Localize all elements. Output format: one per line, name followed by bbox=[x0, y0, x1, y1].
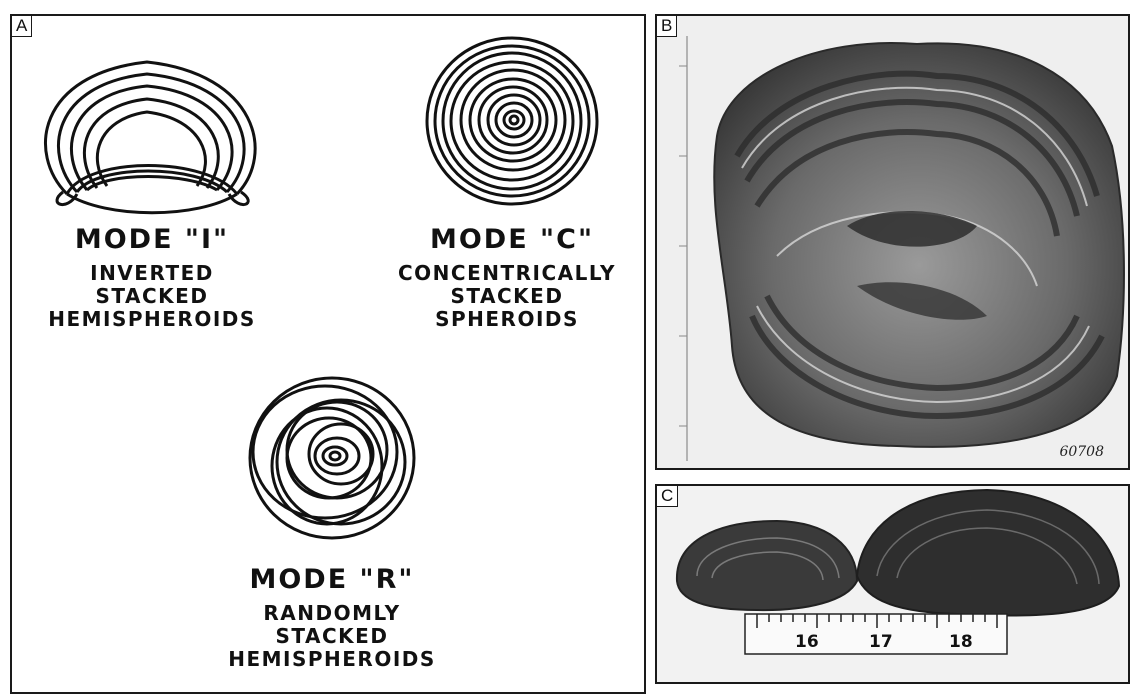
mode-i-desc-line2: STACKED bbox=[12, 285, 292, 308]
panel-c-label: C bbox=[657, 486, 678, 507]
panel-c: 16 17 18 C bbox=[655, 484, 1130, 684]
ruler-number-17: 17 bbox=[869, 632, 893, 652]
specimen-cross-section-photo bbox=[657, 16, 1128, 468]
mode-i-diagram bbox=[27, 44, 277, 234]
mode-r-desc-line3: HEMISPHEROIDS bbox=[192, 648, 472, 671]
ruler-number-16: 16 bbox=[795, 632, 819, 652]
mode-r-diagram bbox=[237, 366, 427, 546]
mode-i-desc-line3: HEMISPHEROIDS bbox=[12, 308, 292, 331]
mode-i-title: MODE "I" bbox=[52, 224, 252, 255]
mode-c-description: CONCENTRICALLY STACKED SPHEROIDS bbox=[367, 262, 646, 331]
panel-a: A MODE "I" INVERTED STACKED HEMISPHEROID… bbox=[10, 14, 646, 694]
mode-r-title: MODE "R" bbox=[232, 564, 432, 595]
mode-c-diagram bbox=[417, 24, 607, 214]
panel-b-label: B bbox=[657, 16, 677, 37]
panel-a-label: A bbox=[12, 16, 32, 37]
mode-c-desc-line3: SPHEROIDS bbox=[367, 308, 646, 331]
specimens-with-ruler-photo bbox=[657, 486, 1128, 682]
mode-i-description: INVERTED STACKED HEMISPHEROIDS bbox=[12, 262, 292, 331]
panel-b: B 60708 bbox=[655, 14, 1130, 470]
sample-id: 60708 bbox=[1059, 444, 1104, 460]
mode-r-desc-line2: STACKED bbox=[192, 625, 472, 648]
mode-c-title: MODE "C" bbox=[412, 224, 612, 255]
ruler-number-18: 18 bbox=[949, 632, 973, 652]
mode-r-description: RANDOMLY STACKED HEMISPHEROIDS bbox=[192, 602, 472, 671]
mode-r-desc-line1: RANDOMLY bbox=[192, 602, 472, 625]
mode-i-desc-line1: INVERTED bbox=[12, 262, 292, 285]
mode-c-desc-line2: STACKED bbox=[367, 285, 646, 308]
mode-c-desc-line1: CONCENTRICALLY bbox=[367, 262, 646, 285]
